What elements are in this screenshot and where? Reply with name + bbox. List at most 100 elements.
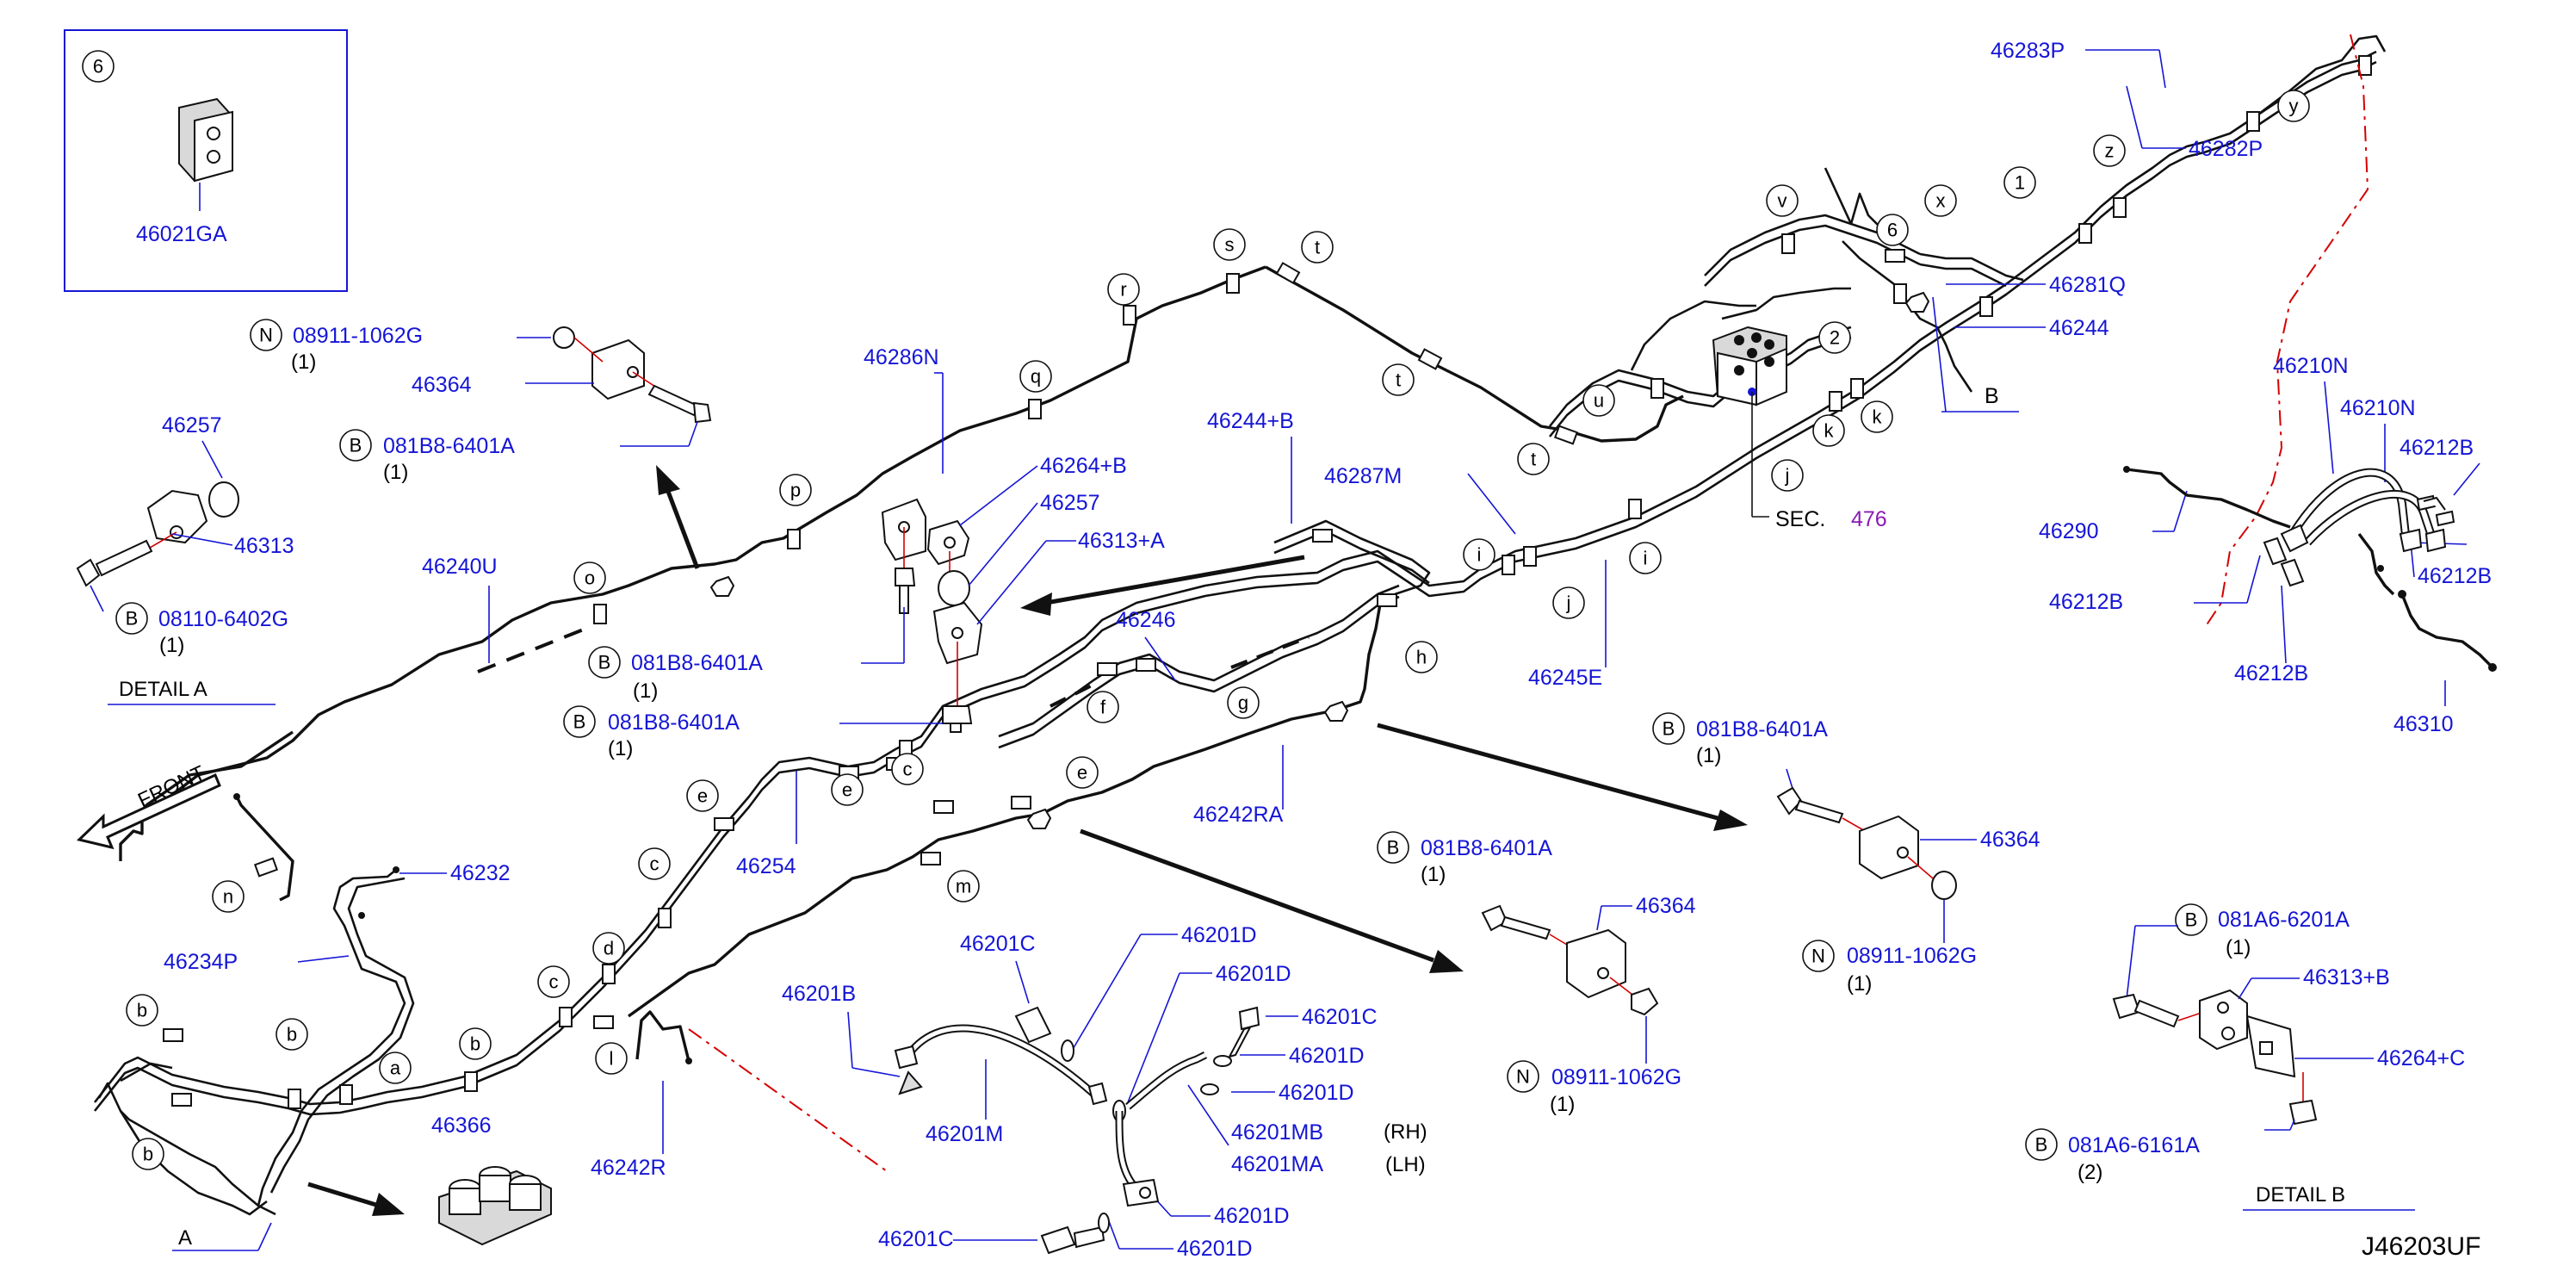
ref-marker-t: t xyxy=(1396,369,1401,391)
label-46232: 46232 xyxy=(450,861,511,885)
label-081A6-6161A: 081A6-6161A xyxy=(2068,1133,2200,1157)
ref-marker-b: B xyxy=(1663,718,1675,740)
label-46245E: 46245E xyxy=(1528,666,1602,690)
ref-marker-i: i xyxy=(1644,548,1648,569)
ref-marker-e: e xyxy=(842,779,852,801)
label-46201D-f: 46201D xyxy=(1177,1237,1253,1261)
label-46313B: 46313+B xyxy=(2303,965,2390,990)
label-46364-c: 46364 xyxy=(1980,828,2040,852)
ref-marker-d: d xyxy=(604,938,614,959)
ref-marker-r: r xyxy=(1120,279,1126,301)
label-46212B-a: 46212B xyxy=(2400,436,2474,460)
inset-part-6: 6 46021GA xyxy=(64,29,348,292)
label-46201C-a: 46201C xyxy=(960,932,1036,956)
diagram-id: J46203UF xyxy=(2362,1232,2480,1261)
detail-reference-lines xyxy=(688,34,2369,1172)
label-46021GA: 46021GA xyxy=(136,222,227,246)
ref-marker-t: t xyxy=(1315,237,1320,258)
label-081A6-6201A: 081A6-6201A xyxy=(2218,908,2350,932)
detail-b-caption: DETAIL B xyxy=(2256,1183,2345,1207)
ref-marker-e: e xyxy=(1077,762,1087,784)
sec-reference-number: 476 xyxy=(1851,507,1887,531)
detail-a-group: 46257 46313 B 08110-6402G (1) DETAIL A xyxy=(76,413,294,705)
ref-marker-b: B xyxy=(2035,1134,2048,1156)
label-46246: 46246 xyxy=(1116,608,1176,632)
label-46257-a: 46257 xyxy=(162,413,222,437)
label-46240U: 46240U xyxy=(422,555,498,579)
label-46364-a: 46364 xyxy=(412,373,472,397)
label-08911-1062G-c: 08911-1062G xyxy=(1847,944,1977,968)
main-pipe-routing xyxy=(93,34,2387,1216)
pipe-clip-markers: n o p q r s t t t u v 6 x 1 z y 2 k k j … xyxy=(126,90,2310,1170)
main-part-labels: 46240U 46286N 46244+B 46287M 46246 46245… xyxy=(164,39,2263,1251)
label-46201D-b: 46201D xyxy=(1216,962,1291,986)
label-46244B: 46244+B xyxy=(1207,409,1294,433)
block-46364-center: B 081B8-6401A (1) 46364 N 08911-1062G (1… xyxy=(1080,828,1696,1116)
qty-08110: (1) xyxy=(159,634,184,657)
label-46254: 46254 xyxy=(736,854,796,878)
label-46286N: 46286N xyxy=(864,345,939,369)
ref-marker-b: b xyxy=(470,1033,480,1055)
qty-081B8-b: (1) xyxy=(633,679,658,703)
ref-marker-b: B xyxy=(2185,909,2198,931)
block-46364-right: B 081B8-6401A (1) 46364 N 08911-1062G (1… xyxy=(1377,712,2040,996)
front-direction-arrow: FRONT xyxy=(76,761,221,850)
qty-081B8-e: (1) xyxy=(1696,744,1721,767)
right-hose-group: 46210N 46210N 46212B 46290 46212B 46212B… xyxy=(2039,354,2497,736)
label-081B8-6401A-e: 081B8-6401A xyxy=(1696,717,1828,741)
label-46290: 46290 xyxy=(2039,519,2099,543)
label-08911-1062G-b: 08911-1062G xyxy=(1551,1065,1681,1089)
qty-08911-a: (1) xyxy=(291,351,316,374)
ref-marker-s: s xyxy=(1225,234,1235,256)
label-081B8-6401A-a: 081B8-6401A xyxy=(383,434,515,458)
detail-a-caption: DETAIL A xyxy=(119,678,207,701)
qty-08911-c: (1) xyxy=(1847,972,1872,996)
top-left-block: N 08911-1062G (1) 46364 B 081B8-6401A (1… xyxy=(250,319,712,569)
label-46282P: 46282P xyxy=(2189,137,2263,161)
label-rh: (RH) xyxy=(1384,1120,1427,1144)
label-46287M: 46287M xyxy=(1324,464,1402,488)
ref-marker-n: N xyxy=(1516,1066,1530,1088)
label-46264B: 46264+B xyxy=(1040,454,1127,478)
ref-marker-6: 6 xyxy=(93,56,103,78)
ref-marker-c: c xyxy=(903,759,913,780)
qty-08911-b: (1) xyxy=(1550,1093,1575,1116)
ref-marker-i: i xyxy=(1477,544,1482,566)
ref-marker-b: b xyxy=(287,1024,297,1045)
ref-marker-6: 6 xyxy=(1887,220,1898,241)
ref-marker-b: B xyxy=(1387,837,1400,859)
ref-marker-u: u xyxy=(1594,390,1604,412)
view-a-label: A xyxy=(178,1226,192,1250)
ref-marker-b: B xyxy=(598,652,611,673)
label-46264C: 46264+C xyxy=(2377,1046,2465,1070)
ref-marker-g: g xyxy=(1238,692,1248,714)
detail-b-group: B 081A6-6201A (1) 46313+B 46264+C B 081A… xyxy=(2025,903,2465,1211)
label-081B8-6401A-d: 081B8-6401A xyxy=(1421,836,1552,860)
ref-marker-x: x xyxy=(1936,190,1946,212)
ref-marker-b: B xyxy=(573,711,586,733)
label-46201C-b: 46201C xyxy=(1302,1005,1378,1029)
label-46242R: 46242R xyxy=(591,1156,666,1180)
label-lh: (LH) xyxy=(1385,1153,1426,1176)
ref-marker-v: v xyxy=(1778,190,1787,212)
ref-marker-z: z xyxy=(2105,140,2115,162)
ref-marker-h: h xyxy=(1416,647,1427,668)
brake-hose-assembly: 46201C 46201D 46201D 46201B 46201C 46201… xyxy=(782,923,1427,1261)
label-081B8-6401A-c: 081B8-6401A xyxy=(608,710,740,735)
ref-marker-l: l xyxy=(610,1048,614,1070)
label-46201MB: 46201MB xyxy=(1231,1120,1323,1145)
ref-marker-b: B xyxy=(126,608,139,630)
label-46310: 46310 xyxy=(2393,712,2454,736)
label-46201D-e: 46201D xyxy=(1214,1204,1290,1228)
ref-marker-c: c xyxy=(650,853,659,875)
ref-marker-k: k xyxy=(1873,406,1883,428)
ref-marker-a: a xyxy=(390,1058,401,1079)
label-46257-b: 46257 xyxy=(1040,491,1100,515)
label-46201M: 46201M xyxy=(926,1122,1003,1146)
ref-marker-n: n xyxy=(223,886,233,908)
label-46201D-d: 46201D xyxy=(1279,1081,1354,1105)
label-081B8-6401A-b: 081B8-6401A xyxy=(631,651,763,675)
ref-marker-2: 2 xyxy=(1830,327,1840,349)
ref-marker-n: N xyxy=(259,325,273,346)
label-46283P: 46283P xyxy=(1991,39,2065,63)
